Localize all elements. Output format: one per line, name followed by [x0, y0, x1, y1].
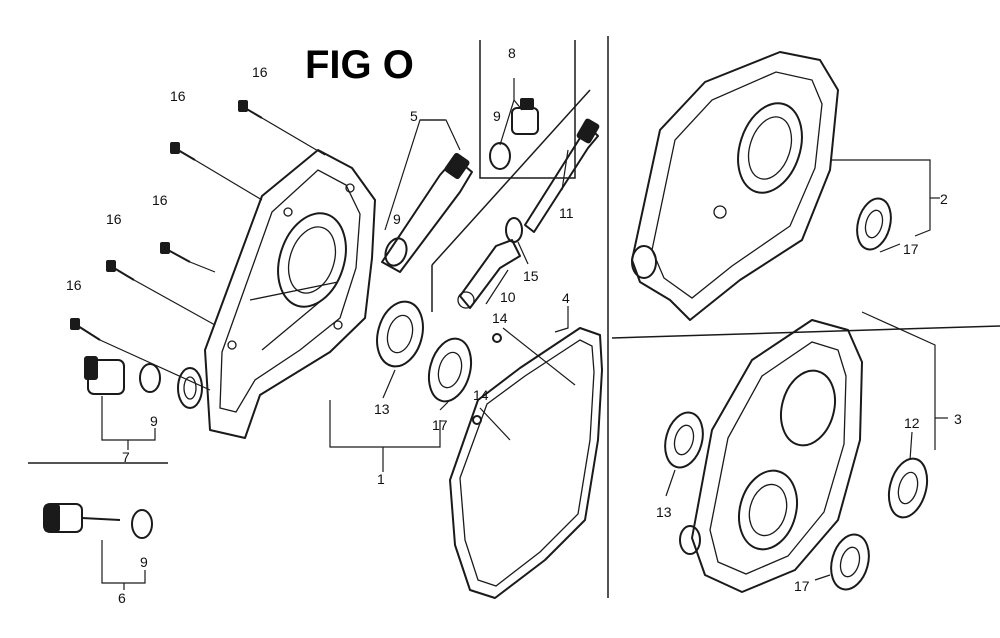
callout-14-upper: 14	[492, 310, 508, 326]
crankcase-cover-top-right	[631, 51, 839, 321]
callout-16-b: 16	[170, 88, 186, 104]
seal-left-cover	[177, 367, 203, 409]
callout-9-drain: 9	[493, 108, 501, 124]
callout-14-lower: 14	[473, 387, 489, 403]
callout-7: 7	[122, 449, 130, 465]
leader-lines	[99, 78, 948, 590]
oil-plug-7	[84, 356, 125, 395]
callout-16-c: 16	[152, 192, 168, 208]
o-ring-15	[505, 217, 523, 243]
oil-seal-17-left	[427, 337, 473, 403]
crankcase-cover-main	[204, 149, 376, 439]
oil-filler-cap-5	[381, 153, 473, 273]
callout-3: 3	[954, 411, 962, 427]
callout-17-top-right: 17	[903, 241, 919, 257]
callout-16-a: 16	[252, 64, 268, 80]
callout-12: 12	[904, 415, 920, 431]
callout-15: 15	[523, 268, 539, 284]
callout-13-left: 13	[374, 401, 390, 417]
drain-plug-8	[511, 98, 539, 135]
callout-17-left: 17	[432, 417, 448, 433]
oil-seal-17-top-right	[856, 197, 892, 251]
callout-16-d: 16	[106, 211, 122, 227]
callout-10: 10	[500, 289, 516, 305]
bolts-16	[70, 100, 263, 341]
filler-neck-10	[457, 239, 521, 309]
gasket	[449, 327, 603, 599]
callout-2: 2	[940, 191, 948, 207]
callout-numbers: 1 2 3 4 5 6 7 8 9 9 9 9 10 11 12 13 13 1…	[66, 45, 962, 606]
bearing-13-left	[376, 300, 424, 368]
dowel-pins-14	[472, 333, 502, 425]
callout-9-filler: 9	[393, 211, 401, 227]
callout-13-right: 13	[656, 504, 672, 520]
figure-title: FIG O	[305, 43, 414, 87]
callout-4: 4	[562, 290, 570, 306]
callout-1: 1	[377, 471, 385, 487]
callout-8: 8	[508, 45, 516, 61]
washer-9-bolt-6	[131, 509, 153, 539]
oil-seal-17-bottom-right	[830, 533, 870, 591]
washer-9-drain-top	[489, 142, 511, 170]
section-dividers	[28, 36, 1000, 598]
washer-9-filler	[384, 237, 408, 267]
callout-11: 11	[559, 205, 574, 221]
crankcase-cover-bottom-right	[679, 319, 863, 593]
callout-17-bottom-right: 17	[794, 578, 810, 594]
callout-9-plug: 9	[150, 413, 158, 429]
dipstick-11	[524, 118, 600, 233]
callout-9-bolt: 9	[140, 554, 148, 570]
bearing-12	[887, 457, 929, 519]
washer-9-plug-7	[139, 363, 161, 393]
callout-6: 6	[118, 590, 126, 606]
callout-5: 5	[410, 108, 418, 124]
callout-16-e: 16	[66, 277, 82, 293]
drain-bolt-6	[43, 503, 121, 533]
bearing-13-right	[664, 411, 704, 469]
